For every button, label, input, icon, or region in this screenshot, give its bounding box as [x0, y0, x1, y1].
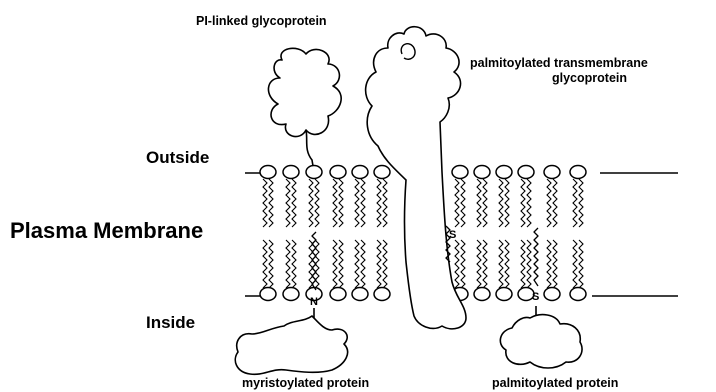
- lipid-tail-outer: [579, 179, 583, 227]
- palmitoylated-protein-label: palmitoylated protein: [492, 376, 618, 390]
- lipid-tail-inner: [309, 240, 313, 288]
- lipid-head-outer: [283, 166, 299, 179]
- palmitoylated-tm-label-line2: glycoprotein: [552, 71, 627, 85]
- myristoyl-chain: [312, 232, 316, 290]
- lipid-tail-outer: [309, 179, 313, 227]
- lipid-head-inner: [544, 288, 560, 301]
- lipid-tail-outer: [477, 179, 481, 227]
- pi-anchor-chain: [306, 130, 313, 166]
- lipid-head-outer: [496, 166, 512, 179]
- lipid-tail-inner: [455, 240, 459, 288]
- lipid-tail-outer: [553, 179, 557, 227]
- lipid-tail-inner: [483, 240, 487, 288]
- lipid-tail-inner: [579, 240, 583, 288]
- lipid-tail-outer: [339, 179, 343, 227]
- lipid-tail-inner: [292, 240, 296, 288]
- lipid-tail-inner: [286, 240, 290, 288]
- lipid-tail-outer: [269, 179, 273, 227]
- lipid-tail-inner: [269, 240, 273, 288]
- lipid-tail-outer: [499, 179, 503, 227]
- lipid-tail-inner: [461, 240, 465, 288]
- lipid-head-outer: [352, 166, 368, 179]
- lipid-tail-inner: [547, 240, 551, 288]
- palmitoylated-protein-blob: [500, 315, 582, 368]
- pi-linked-protein-blob: [268, 48, 341, 136]
- lipid-tail-outer: [377, 179, 381, 227]
- lipid-head-inner: [570, 288, 586, 301]
- inside-label: Inside: [146, 313, 195, 332]
- cysteine-marker-palm: S: [532, 291, 539, 303]
- lipid-tail-inner: [361, 240, 365, 288]
- lipid-head-outer: [544, 166, 560, 179]
- lipid-head-inner: [496, 288, 512, 301]
- palmitoylated-protein: [500, 228, 582, 368]
- lipid-tail-outer: [527, 179, 531, 227]
- lipid-tail-inner: [499, 240, 503, 288]
- palmitoyl-chain: [534, 228, 538, 286]
- lipid-head-inner: [374, 288, 390, 301]
- palmitoylated-tm-label-line1: palmitoylated transmembrane: [470, 56, 648, 70]
- lipid-head-inner: [474, 288, 490, 301]
- lipid-tail-outer: [263, 179, 267, 227]
- lipid-tail-inner: [355, 240, 359, 288]
- lipid-head-outer: [518, 166, 534, 179]
- lipid-tail-outer: [483, 179, 487, 227]
- cysteine-marker-tm: S: [449, 229, 456, 241]
- lipid-tail-outer: [286, 179, 290, 227]
- lipid-tail-inner: [553, 240, 557, 288]
- lipid-head-inner: [260, 288, 276, 301]
- lipid-tail-outer: [355, 179, 359, 227]
- lipid-head-outer: [330, 166, 346, 179]
- myristoylated-protein-blob: [235, 316, 347, 374]
- lipid-tail-inner: [263, 240, 267, 288]
- lipid-tail-outer: [505, 179, 509, 227]
- lipid-head-outer: [260, 166, 276, 179]
- lipid-tail-outer: [333, 179, 337, 227]
- lipid-tail-inner: [333, 240, 337, 288]
- lipid-tail-inner: [477, 240, 481, 288]
- lipid-tail-outer: [383, 179, 387, 227]
- lipid-head-inner: [283, 288, 299, 301]
- lipid-tail-outer: [547, 179, 551, 227]
- lipid-tail-outer: [455, 179, 459, 227]
- pi-linked-glycoprotein-label: PI-linked glycoprotein: [196, 14, 327, 28]
- myristoylated-protein: [235, 232, 347, 374]
- lipid-tail-inner: [527, 240, 531, 288]
- lipid-tail-inner: [505, 240, 509, 288]
- lipid-tail-outer: [521, 179, 525, 227]
- lipid-head-outer: [474, 166, 490, 179]
- lipid-tail-outer: [292, 179, 296, 227]
- lipid-tail-outer: [361, 179, 365, 227]
- plasma-membrane-label: Plasma Membrane: [10, 218, 203, 243]
- lipid-tail-inner: [383, 240, 387, 288]
- lipid-head-outer: [570, 166, 586, 179]
- n-terminus-marker: N: [310, 296, 318, 308]
- lipid-head-outer: [452, 166, 468, 179]
- lipid-head-inner: [330, 288, 346, 301]
- lipid-head-outer: [374, 166, 390, 179]
- myristoylated-protein-label: myristoylated protein: [242, 376, 369, 390]
- lipid-tail-outer: [461, 179, 465, 227]
- membrane-boundary-lines: [245, 173, 678, 296]
- lipid-tail-inner: [573, 240, 577, 288]
- pi-linked-glycoprotein: [268, 48, 341, 166]
- lipid-tail-inner: [521, 240, 525, 288]
- lipid-tail-inner: [377, 240, 381, 288]
- lipid-tail-outer: [315, 179, 319, 227]
- lipid-tail-inner: [339, 240, 343, 288]
- lipid-head-outer: [306, 166, 322, 179]
- lipid-tail-outer: [573, 179, 577, 227]
- lipid-head-inner: [352, 288, 368, 301]
- outside-label: Outside: [146, 148, 209, 167]
